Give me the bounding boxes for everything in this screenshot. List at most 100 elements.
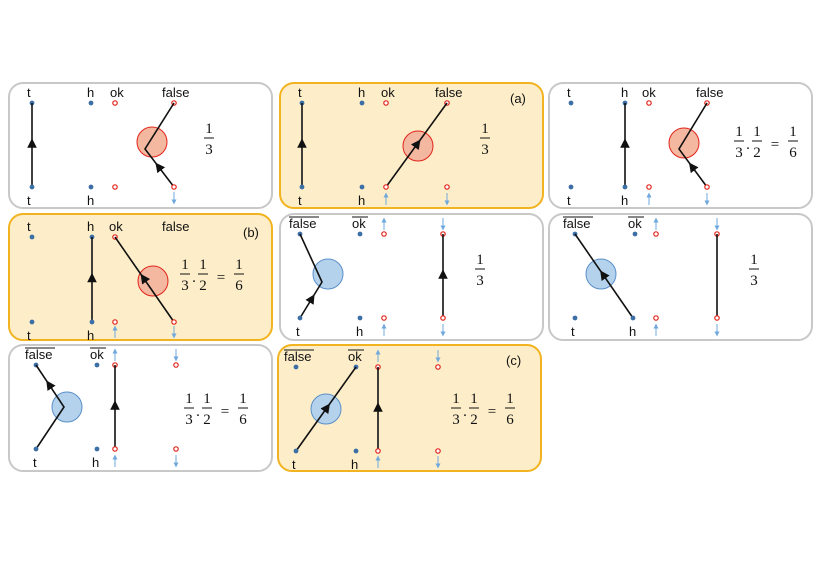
label-ok-top: ok xyxy=(110,85,124,100)
fraction-denominator: 3 xyxy=(476,273,484,289)
vertex-dot-open xyxy=(704,184,710,190)
label-ok-top: ok xyxy=(348,349,362,364)
panel-tag-c: (c) xyxy=(506,353,521,368)
fraction-denominator: 2 xyxy=(203,412,211,428)
fraction-numerator: 1 xyxy=(789,124,797,140)
fraction-numerator: 1 xyxy=(476,252,484,268)
label-false-top: false xyxy=(25,347,52,362)
fraction-denominator: 3 xyxy=(205,142,213,158)
vertex-dot-open xyxy=(173,446,179,452)
label-h-bottom: h xyxy=(621,193,628,208)
label-t-bottom: t xyxy=(296,324,300,339)
fraction-denominator: 3 xyxy=(185,412,193,428)
label-false-top: false xyxy=(563,216,590,231)
graph-edge xyxy=(299,233,323,319)
vertex-dot xyxy=(353,448,359,454)
vertex-dot-open xyxy=(112,100,118,106)
fraction-denominator: 6 xyxy=(239,412,247,428)
edge-arrow xyxy=(155,162,166,174)
panel-frame xyxy=(548,213,813,341)
vertex-dot-open xyxy=(444,184,450,190)
vertex-dot-open xyxy=(171,319,177,325)
vertex-dot xyxy=(568,184,574,190)
equals-sign: = xyxy=(221,404,229,420)
panel-frame xyxy=(279,213,544,341)
fraction-numerator: 1 xyxy=(753,124,761,140)
vertex-dot xyxy=(88,100,94,106)
vertex-dot-open xyxy=(375,448,381,454)
label-h-top: h xyxy=(87,85,94,100)
label-false-top: false xyxy=(435,85,462,100)
label-h-bottom: h xyxy=(358,193,365,208)
fraction-denominator: 2 xyxy=(470,412,478,428)
label-ok-top: ok xyxy=(642,85,656,100)
fraction-numerator: 1 xyxy=(235,257,243,273)
vertex-circle-blue xyxy=(585,258,617,290)
graph-edge xyxy=(678,102,708,188)
vertex-dot-open xyxy=(112,446,118,452)
edge-arrow xyxy=(320,403,330,415)
equals-sign: = xyxy=(488,404,496,420)
vertex-dot xyxy=(568,100,574,106)
vertex-dot-open xyxy=(653,231,659,237)
vertex-dot-open xyxy=(435,364,441,370)
label-false-top: false xyxy=(289,216,316,231)
vertex-dot xyxy=(29,319,35,325)
label-ok-top: ok xyxy=(628,216,642,231)
vertex-dot-open xyxy=(112,319,118,325)
multiply-dot: . xyxy=(463,404,467,420)
label-false-top: false xyxy=(162,85,189,100)
vertex-dot-open xyxy=(381,231,387,237)
label-t-bottom: t xyxy=(571,324,575,339)
label-false-top: false xyxy=(696,85,723,100)
label-t-top: t xyxy=(27,85,31,100)
vertex-dot xyxy=(297,315,303,321)
vertex-dot-open xyxy=(171,184,177,190)
fraction-denominator: 6 xyxy=(789,145,797,161)
label-ok-top: ok xyxy=(109,219,123,234)
graph-edge xyxy=(35,364,65,450)
label-t-bottom: t xyxy=(27,193,31,208)
vertex-dot-open xyxy=(435,448,441,454)
vertex-dot-open xyxy=(646,100,652,106)
fraction-numerator: 1 xyxy=(750,252,758,268)
label-ok-top: ok xyxy=(352,216,366,231)
fraction-denominator: 6 xyxy=(235,278,243,294)
vertex-dot xyxy=(89,319,95,325)
label-t-bottom: t xyxy=(292,457,296,472)
vertex-dot xyxy=(359,184,365,190)
fraction-denominator: 2 xyxy=(753,145,761,161)
label-false-top: false xyxy=(162,219,189,234)
fraction-denominator: 6 xyxy=(506,412,514,428)
vertex-dot-open xyxy=(112,184,118,190)
label-h-top: h xyxy=(87,219,94,234)
multiply-dot: . xyxy=(196,404,200,420)
fraction-numerator: 1 xyxy=(481,121,489,137)
fraction-denominator: 3 xyxy=(735,145,743,161)
label-t-bottom: t xyxy=(567,193,571,208)
vertex-dot xyxy=(357,315,363,321)
label-false-top: false xyxy=(284,349,311,364)
fraction-numerator: 1 xyxy=(735,124,743,140)
edge-arrow xyxy=(46,380,56,391)
vertex-circle-red xyxy=(136,126,168,158)
vertex-dot xyxy=(630,315,636,321)
vertex-circle-red xyxy=(668,127,700,159)
vertex-dot xyxy=(293,448,299,454)
vertex-dot-open xyxy=(381,315,387,321)
vertex-dot-open xyxy=(653,315,659,321)
label-h-bottom: h xyxy=(629,324,636,339)
fraction-denominator: 3 xyxy=(452,412,460,428)
fraction-denominator: 3 xyxy=(750,273,758,289)
label-t-bottom: t xyxy=(33,455,37,470)
edge-arrow xyxy=(305,294,315,305)
panel-tag-a: (a) xyxy=(510,91,526,106)
vertex-dot xyxy=(33,446,39,452)
fraction-numerator: 1 xyxy=(506,391,514,407)
fraction-denominator: 3 xyxy=(481,142,489,158)
